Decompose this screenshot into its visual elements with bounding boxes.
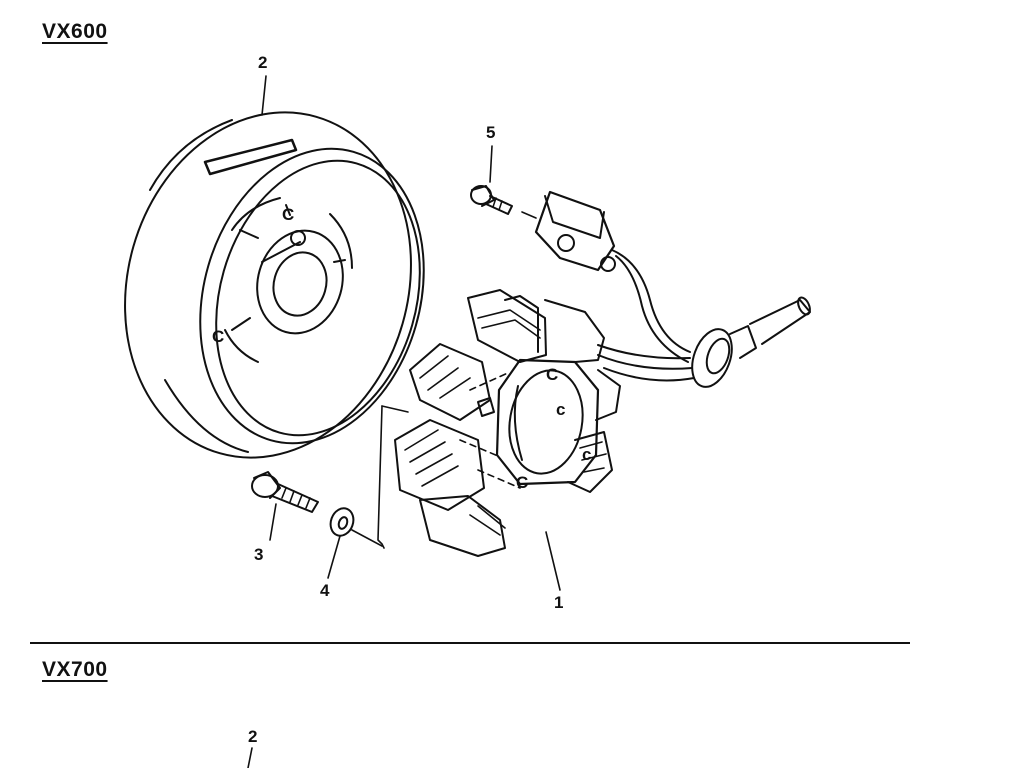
- svg-text:c: c: [582, 445, 591, 464]
- callout-5-bolt: 5: [486, 123, 495, 142]
- svg-text:C: C: [516, 473, 528, 492]
- svg-text:C: C: [212, 327, 224, 346]
- callout-3-screw: 3: [254, 545, 263, 564]
- leader-lines: [247, 75, 561, 768]
- washer: [329, 507, 355, 537]
- section-title-vx600: VX600: [42, 20, 108, 43]
- svg-text:C: C: [282, 205, 294, 224]
- svg-text:C: C: [546, 365, 558, 384]
- stator-assembly: C c C c: [394, 289, 621, 557]
- pickup-coil-assembly: [534, 190, 811, 388]
- section-divider: [30, 642, 910, 644]
- callout-2-rotor: 2: [258, 53, 267, 72]
- flywheel-rotor: C C: [124, 111, 425, 459]
- svg-text:c: c: [556, 400, 565, 419]
- rotor-screw: [251, 471, 319, 513]
- callout-4-washer: 4: [320, 581, 330, 600]
- callout-1-stator: 1: [554, 593, 563, 612]
- callout-2-rotor-vx700: 2: [248, 727, 257, 746]
- section-title-vx700: VX700: [42, 658, 108, 681]
- pickup-bolt: [470, 185, 537, 219]
